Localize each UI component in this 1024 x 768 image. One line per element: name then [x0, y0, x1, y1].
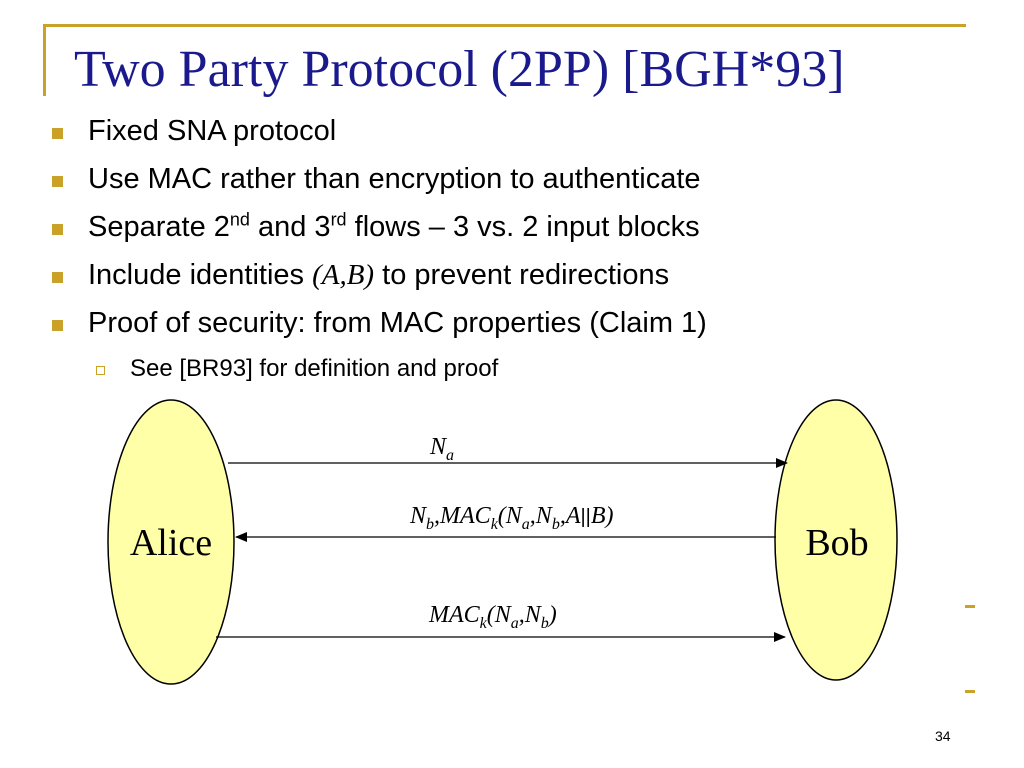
sub-bullet-text: See [BR93] for definition and proof: [130, 355, 499, 382]
square-bullet-icon: [52, 224, 63, 235]
alice-node: [107, 399, 235, 685]
ordinal-superscript: nd: [229, 209, 250, 230]
bullet-text-part: flows – 3 vs. 2 input blocks: [346, 211, 700, 243]
square-bullet-icon: [52, 176, 63, 187]
message-label-2: Nb,MACk(Na,Nb,A||B): [409, 503, 614, 533]
bob-label: Bob: [805, 522, 868, 564]
slide-frame-corner-tick: [963, 24, 966, 27]
bullet-text-part: to prevent redirections: [374, 259, 670, 291]
square-bullet-icon: [52, 272, 63, 283]
hollow-square-bullet-icon: [96, 366, 105, 375]
square-bullet-icon: [52, 128, 63, 139]
bob-node: [774, 399, 898, 681]
bullet-text: Separate 2nd and 3rd flows – 3 vs. 2 inp…: [88, 208, 700, 246]
slide-frame-top-rule: [43, 24, 965, 27]
page-number: 34: [935, 728, 951, 744]
message-label-1: Na: [429, 434, 454, 464]
square-bullet-icon: [52, 320, 63, 331]
math-identities: (A,B): [312, 259, 375, 291]
bullet-text-part: and 3: [249, 211, 331, 243]
slide-frame-left-rule: [43, 24, 46, 96]
message-label-3: MACk(Na,Nb): [428, 602, 557, 632]
slide-frame-side-tick: [965, 690, 975, 693]
bullet-text: Include identities (A,B) to prevent redi…: [88, 256, 669, 294]
ordinal-superscript: rd: [330, 209, 347, 230]
bullet-text-part: Include identities: [88, 259, 313, 291]
bullet-text: Proof of security: from MAC properties (…: [88, 307, 707, 339]
slide-frame-side-tick: [965, 605, 975, 608]
bullet-text: Fixed SNA protocol: [88, 115, 337, 147]
slide-title: Two Party Protocol (2PP) [BGH*93]: [74, 41, 845, 98]
bullet-text: Use MAC rather than encryption to authen…: [88, 163, 701, 195]
alice-label: Alice: [130, 522, 212, 564]
bullet-text-part: Separate 2: [88, 211, 230, 243]
